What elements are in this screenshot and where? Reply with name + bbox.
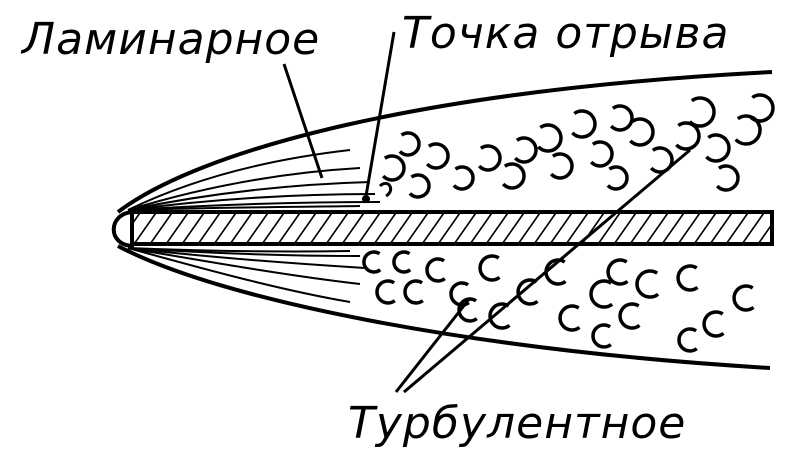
lower-eddy (425, 257, 446, 283)
laminar-streamlines-upper (127, 149, 381, 211)
lower-eddy (362, 250, 382, 274)
upper-eddy (705, 133, 731, 163)
lower-eddy (488, 302, 511, 330)
lower-eddy (544, 258, 567, 286)
lower-eddy (635, 269, 660, 299)
lower-eddy (676, 264, 699, 292)
upper-eddy (549, 152, 574, 180)
lower-eddy (516, 278, 539, 306)
upper-eddy (398, 131, 421, 157)
lower-eddy (403, 279, 424, 305)
upper-eddy (425, 142, 450, 170)
label-laminar: Ламинарное (22, 14, 321, 65)
boundary-layer-upper-edge (116, 70, 773, 214)
upper-eddy (629, 117, 655, 147)
upper-eddy (734, 114, 762, 146)
label-turbulent: Турбулентное (348, 398, 687, 449)
plate-leading-edge (111, 210, 135, 248)
upper-eddy (381, 154, 406, 182)
upper-eddy (501, 162, 526, 190)
lower-eddy (457, 297, 478, 323)
lower-eddy (449, 281, 470, 307)
label-separation-point: Точка отрыва (402, 8, 730, 59)
boundary-layer-lower-edge (117, 244, 771, 370)
lower-eddy (732, 284, 755, 312)
lower-eddy (606, 258, 629, 286)
lower-eddy (375, 279, 396, 305)
lower-eddy (702, 310, 725, 338)
upper-eddy (715, 164, 740, 192)
upper-eddy (589, 140, 614, 168)
lower-eddy (618, 302, 641, 330)
upper-eddy (537, 123, 563, 153)
upper-eddy (408, 173, 431, 199)
lower-eddy (478, 254, 501, 282)
lower-eddy (392, 250, 412, 274)
separation-wake-marks (378, 181, 393, 198)
plate (130, 210, 774, 246)
lower-eddy (589, 279, 614, 309)
upper-eddy (477, 144, 502, 172)
upper-eddy (513, 136, 538, 164)
laminar-streamlines-lower (127, 247, 366, 303)
upper-eddy (571, 109, 597, 139)
upper-eddy (688, 96, 716, 128)
upper-eddy (675, 121, 701, 151)
turbulent-eddies (362, 93, 775, 353)
upper-eddy (609, 104, 634, 132)
upper-eddy (452, 165, 475, 191)
lower-eddy (558, 304, 581, 332)
lower-eddy (591, 323, 612, 349)
lower-eddy (677, 327, 698, 353)
upper-eddy (649, 146, 674, 174)
separation-point-dot (362, 195, 370, 203)
upper-eddy (749, 93, 775, 123)
upper-eddy (606, 165, 629, 191)
